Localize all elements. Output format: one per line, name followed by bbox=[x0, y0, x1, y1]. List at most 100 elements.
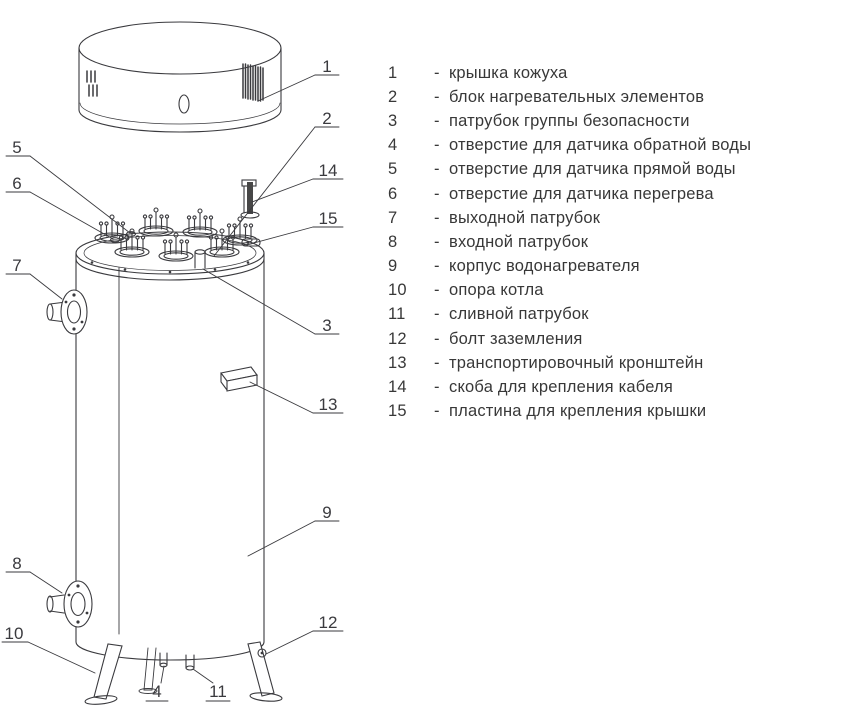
transport-bracket-part bbox=[220, 366, 258, 392]
drain-stub-part bbox=[185, 654, 195, 671]
legend-dash: - bbox=[434, 111, 440, 130]
callout-2: 2 bbox=[213, 109, 340, 257]
legend-item-11: 11 - сливной патрубок bbox=[384, 303, 852, 327]
svg-text:11: 11 bbox=[209, 682, 227, 701]
legend-number: 2 bbox=[388, 87, 398, 106]
legend-text: отверстие для датчика прямой воды bbox=[449, 160, 736, 179]
legend-dash: - bbox=[434, 87, 440, 106]
inlet-pipe-part bbox=[46, 580, 93, 628]
svg-text:6: 6 bbox=[12, 174, 21, 193]
legend-dash: - bbox=[434, 353, 440, 372]
outlet-pipe-part bbox=[46, 289, 88, 335]
legend-text: пластина для крепления крышки bbox=[449, 402, 707, 421]
svg-text:10: 10 bbox=[5, 624, 24, 643]
legend-text: опора котла bbox=[449, 281, 544, 300]
callout-11: 11 bbox=[192, 668, 231, 702]
legend-dash: - bbox=[434, 257, 440, 276]
legend-number: 13 bbox=[388, 353, 407, 372]
callout-15: 15 bbox=[253, 209, 344, 244]
legend-text: крышка кожуха bbox=[449, 63, 568, 82]
callouts: 1 2 5 6 14 bbox=[1, 57, 344, 702]
legend-dash: - bbox=[434, 184, 440, 203]
callout-9: 9 bbox=[247, 503, 340, 557]
legend-number: 12 bbox=[388, 329, 407, 348]
legend-text: выходной патрубок bbox=[449, 208, 601, 227]
legend-item-5: 5 - отверстие для датчика прямой воды bbox=[384, 158, 852, 182]
legend-text: скоба для крепления кабеля bbox=[449, 378, 674, 397]
legend-item-13: 13 - транспортировочный кронштейн bbox=[384, 351, 852, 375]
legend-item-4: 4 - отверстие для датчика обратной воды bbox=[384, 134, 852, 158]
cover-vent-slots-left bbox=[86, 70, 98, 97]
legend-text: сливной патрубок bbox=[449, 305, 589, 324]
legend-dash: - bbox=[434, 281, 440, 300]
legend-item-7: 7 - выходной патрубок bbox=[384, 206, 852, 230]
svg-text:1: 1 bbox=[322, 57, 331, 76]
legend-number: 3 bbox=[388, 111, 398, 130]
svg-text:5: 5 bbox=[12, 138, 21, 157]
legend-item-3: 3 - патрубок группы безопасности bbox=[384, 109, 852, 133]
svg-text:9: 9 bbox=[322, 503, 331, 522]
callout-3: 3 bbox=[202, 268, 340, 335]
cover-plate-part bbox=[241, 238, 261, 247]
legend-text: блок нагревательных элементов bbox=[449, 87, 705, 106]
legend-dash: - bbox=[434, 208, 440, 227]
legend-text: входной патрубок bbox=[449, 232, 589, 251]
legend-item-1: 1 - крышка кожуха bbox=[384, 61, 852, 85]
legend-item-9: 9 - корпус водонагревателя bbox=[384, 255, 852, 279]
legend-number: 14 bbox=[388, 378, 407, 397]
legend-dash: - bbox=[434, 160, 440, 179]
parts-legend: 1 - крышка кожуха 2 - блок нагревательны… bbox=[384, 61, 852, 424]
legs-part bbox=[84, 641, 283, 705]
legend-item-12: 12 - болт заземления bbox=[384, 327, 852, 351]
legend-dash: - bbox=[434, 305, 440, 324]
svg-text:15: 15 bbox=[319, 209, 338, 228]
cover-part bbox=[78, 21, 282, 133]
cable-bracket-part bbox=[240, 179, 260, 219]
legend-text: отверстие для датчика перегрева bbox=[449, 184, 714, 203]
legend-dash: - bbox=[434, 136, 440, 155]
legend-item-8: 8 - входной патрубок bbox=[384, 230, 852, 254]
tank-body-part bbox=[75, 231, 265, 661]
legend-number: 6 bbox=[388, 184, 398, 203]
cover-vent-slots-right bbox=[242, 63, 264, 102]
legend-item-15: 15 - пластина для крепления крышки bbox=[384, 400, 852, 424]
legend-dash: - bbox=[434, 63, 440, 82]
grounding-bolt-part bbox=[257, 648, 267, 658]
callout-14: 14 bbox=[251, 161, 344, 203]
legend-item-14: 14 - скоба для крепления кабеля bbox=[384, 375, 852, 399]
water-heater-drawing: 1 2 5 6 14 bbox=[1, 21, 344, 705]
svg-text:13: 13 bbox=[319, 395, 338, 414]
legend-text: болт заземления bbox=[449, 329, 583, 348]
svg-text:14: 14 bbox=[319, 161, 338, 180]
callout-10: 10 bbox=[1, 624, 96, 674]
legend-number: 5 bbox=[388, 160, 398, 179]
callout-13: 13 bbox=[249, 381, 344, 414]
svg-text:8: 8 bbox=[12, 554, 21, 573]
legend-number: 9 bbox=[388, 257, 398, 276]
svg-text:7: 7 bbox=[12, 256, 21, 275]
legend-dash: - bbox=[434, 378, 440, 397]
callout-4: 4 bbox=[145, 665, 169, 702]
legend-text: патрубок группы безопасности bbox=[449, 111, 690, 130]
flange-bolts bbox=[90, 261, 250, 274]
cover-handle-slot bbox=[178, 94, 190, 114]
legend-number: 1 bbox=[388, 63, 398, 82]
legend-number: 15 bbox=[388, 402, 407, 421]
legend-item-10: 10 - опора котла bbox=[384, 279, 852, 303]
svg-text:12: 12 bbox=[319, 613, 338, 632]
legend-dash: - bbox=[434, 402, 440, 421]
legend-text: корпус водонагревателя bbox=[449, 257, 640, 276]
svg-text:2: 2 bbox=[322, 109, 331, 128]
legend-number: 10 bbox=[388, 281, 407, 300]
svg-text:4: 4 bbox=[152, 682, 161, 701]
legend-item-6: 6 - отверстие для датчика перегрева bbox=[384, 182, 852, 206]
callout-7: 7 bbox=[5, 256, 63, 300]
legend-number: 8 bbox=[388, 232, 398, 251]
legend-item-2: 2 - блок нагревательных элементов bbox=[384, 85, 852, 109]
callout-12: 12 bbox=[265, 613, 344, 655]
svg-text:3: 3 bbox=[322, 316, 331, 335]
safety-group-stub-part bbox=[194, 249, 206, 269]
callout-1: 1 bbox=[257, 57, 340, 102]
callout-8: 8 bbox=[5, 554, 63, 594]
